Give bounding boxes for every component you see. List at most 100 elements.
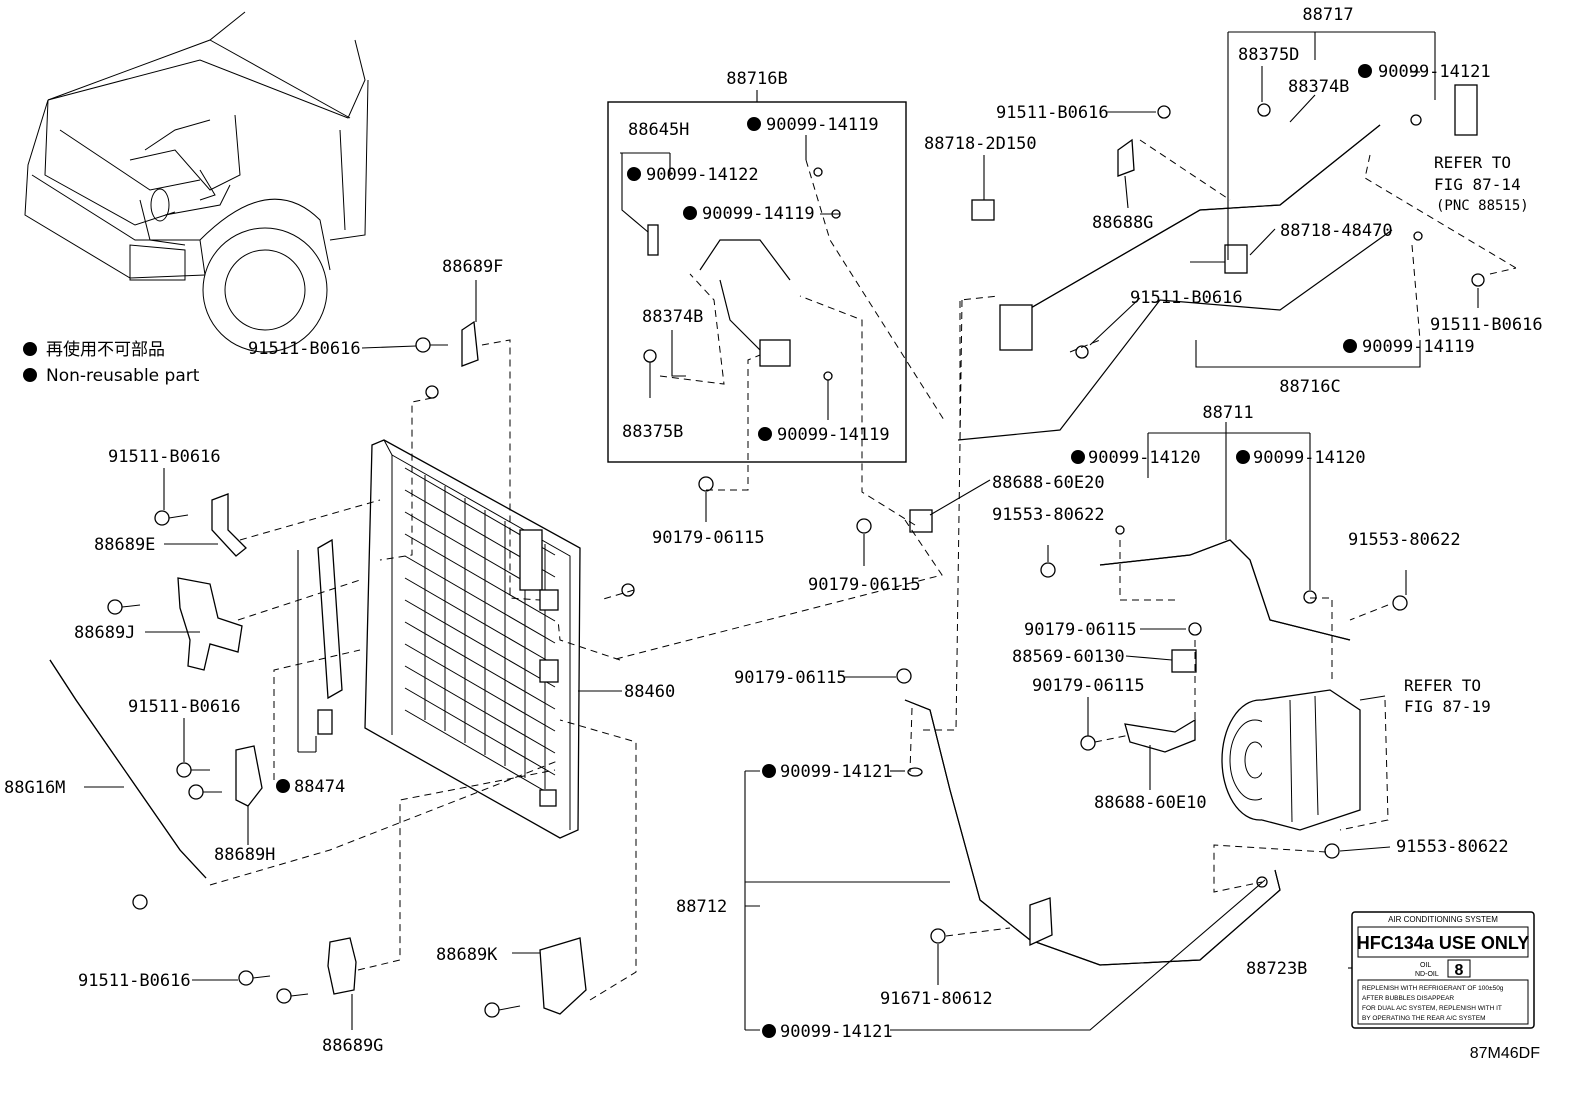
label-88G16M: 88G16M [4, 778, 65, 798]
label-91511-B0616-f: 91511-B0616 [248, 339, 361, 359]
bracket-88689G [238, 937, 357, 1004]
label-91553-80622-a: 91553-80622 [992, 505, 1105, 525]
label-88374B-top: 88374B [1288, 77, 1349, 97]
label-88688-60E10: 88688-60E10 [1094, 793, 1207, 813]
label-88718-2D150: 88718-2D150 [924, 134, 1037, 154]
label-88689G: 88689G [322, 1036, 383, 1056]
label-90179-06115-c: 90179-06115 [1024, 620, 1137, 640]
leader-lines [84, 31, 1479, 1031]
bolt [1324, 843, 1340, 859]
nut [425, 385, 439, 399]
part-labels: 88716B 88645H 90099-14119 90099-14122 90… [4, 5, 1543, 1062]
label-88375B: 88375B [622, 422, 683, 442]
label-88711: 88711 [1202, 403, 1253, 423]
label-90099-14119-b: 90099-14119 [702, 204, 815, 224]
label-91511-B0616-top: 91511-B0616 [996, 103, 1109, 123]
label-90099-14121-top: 90099-14121 [1378, 62, 1491, 82]
refer-87-19-line1: REFER TO [1404, 676, 1481, 695]
hose-88711 [1099, 525, 1351, 641]
label-88460: 88460 [624, 682, 675, 702]
label-90179-06115-a: 90179-06115 [652, 528, 765, 548]
label-88723B: 88723B [1246, 959, 1307, 979]
assembly-dashed-lines [209, 139, 1517, 1001]
nut [621, 583, 635, 597]
label-91511-B0616-mid: 91511-B0616 [1130, 288, 1243, 308]
clamp-88569-60130 [1171, 649, 1197, 673]
label-90099-14119-right: 90099-14119 [1362, 337, 1475, 357]
sticker-line1: REPLENISH WITH REFRIGERANT OF 100±50g [1362, 985, 1504, 992]
sticker-oil-num: 8 [1455, 962, 1464, 979]
compressor [1221, 689, 1361, 831]
bolt [1157, 105, 1171, 119]
refer-87-14-pnc: (PNC 88515) [1436, 198, 1529, 214]
sensor-88718-2D150 [971, 199, 995, 221]
hose-88712 [896, 668, 1281, 966]
sticker-line3: FOR DUAL A/C SYSTEM, REPLENISH WITH IT [1362, 1005, 1502, 1012]
label-88716C: 88716C [1279, 377, 1340, 397]
sticker-oil-label: OIL [1420, 962, 1431, 969]
legend-ja: 再使用不可部品 [46, 339, 165, 360]
clamp-88718-48470 [1224, 244, 1248, 274]
clamp-88688-60E20 [909, 509, 933, 533]
label-88689H: 88689H [214, 845, 275, 865]
label-90179-06115-d: 90179-06115 [1032, 676, 1145, 696]
condenser-88460 [364, 439, 581, 839]
label-90099-14122: 90099-14122 [646, 165, 759, 185]
label-88716B: 88716B [726, 69, 787, 89]
group-box-88716B [607, 101, 907, 463]
label-88718-48470: 88718-48470 [1280, 221, 1393, 241]
label-91553-80622-c: 91553-80622 [1396, 837, 1509, 857]
vehicle-front-illustration [24, 11, 369, 353]
receiver-88474 [317, 538, 343, 735]
sticker-header: AIR CONDITIONING SYSTEM [1388, 915, 1498, 924]
label-88645H: 88645H [628, 120, 689, 140]
sticker-oil-spec: ND-OIL [1415, 971, 1439, 978]
label-91671-80612: 91671-80612 [880, 989, 993, 1009]
nut [1080, 735, 1096, 751]
label-90099-14121-m: 90099-14121 [780, 762, 893, 782]
bolt [930, 928, 946, 944]
pipe-88716C [957, 229, 1423, 441]
bolt [1040, 562, 1056, 578]
label-88569-60130: 88569-60130 [1012, 647, 1125, 667]
label-88688G: 88688G [1092, 213, 1153, 233]
bracket-88689H [176, 745, 263, 807]
legend: 再使用不可部品 Non-reusable part [23, 339, 200, 386]
bracket-88689E [154, 493, 247, 557]
refer-87-19-line2: FIG 87-19 [1404, 697, 1491, 716]
legend-en: Non-reusable part [46, 366, 200, 386]
label-90099-14121-bot: 90099-14121 [780, 1022, 893, 1042]
label-88717: 88717 [1302, 5, 1353, 25]
label-88374B-box: 88374B [642, 307, 703, 327]
bracket-88689J [107, 577, 243, 671]
label-88689K: 88689K [436, 945, 498, 965]
label-88712: 88712 [676, 897, 727, 917]
non-reusable-dot-icon [23, 342, 37, 356]
nut [1188, 622, 1202, 636]
label-90099-14120-b: 90099-14120 [1253, 448, 1366, 468]
label-90179-06115-e: 90179-06115 [734, 668, 847, 688]
label-90179-06115-b: 90179-06115 [808, 575, 921, 595]
pipe-88G16M [49, 659, 207, 910]
bracket-88689F [415, 320, 479, 367]
bracket-88688-60E10 [1124, 718, 1196, 753]
refer-87-14-line1: REFER TO [1434, 153, 1511, 172]
clamp-88688G [1117, 138, 1135, 177]
label-88688-60E20: 88688-60E20 [992, 473, 1105, 493]
label-88689J: 88689J [74, 623, 135, 643]
label-90099-14119-c: 90099-14119 [777, 425, 890, 445]
pipe-88717 [1009, 84, 1478, 321]
label-88375D: 88375D [1238, 45, 1299, 65]
label-91511-B0616-h: 91511-B0616 [128, 697, 241, 717]
refer-87-14-line2: FIG 87-14 [1434, 175, 1521, 194]
label-91553-80622-b: 91553-80622 [1348, 530, 1461, 550]
sticker-line2: AFTER BUBBLES DISAPPEAR [1362, 995, 1454, 1002]
label-91511-B0616-right: 91511-B0616 [1430, 315, 1543, 335]
sticker-main: HFC134a USE ONLY [1357, 933, 1529, 953]
label-88723B: AIR CONDITIONING SYSTEM HFC134a USE ONLY… [1351, 911, 1535, 1029]
sticker-line4: BY OPERATING THE REAR A/C SYSTEM [1362, 1015, 1486, 1022]
label-90099-14120-a: 90099-14120 [1088, 448, 1201, 468]
bolt [1471, 273, 1485, 287]
